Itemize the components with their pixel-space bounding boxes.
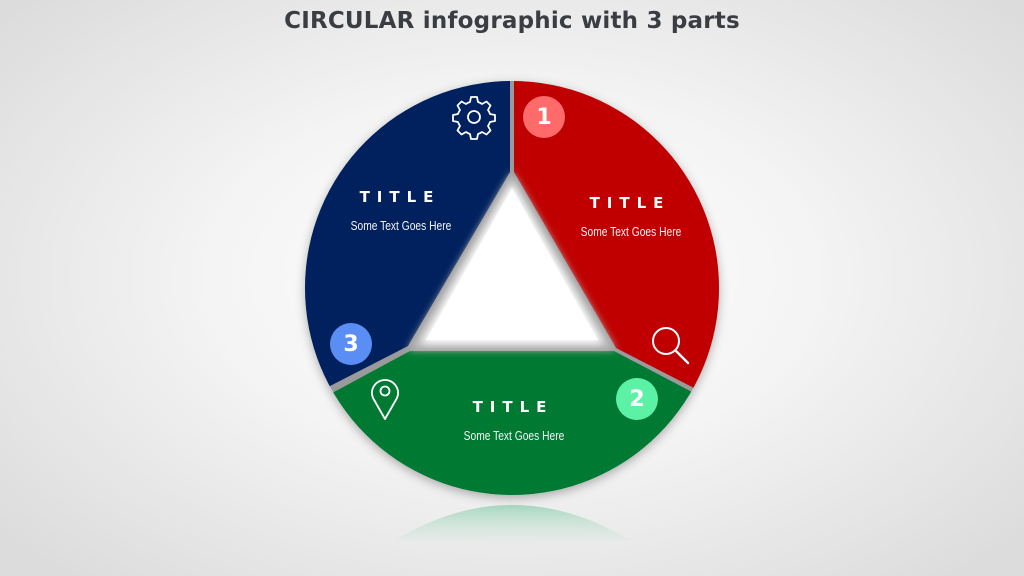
segment-1-title: TITLE — [589, 194, 671, 212]
segment-2-title: TITLE — [472, 398, 554, 416]
segment-2-text: Some Text Goes Here — [463, 429, 565, 443]
segment-3-title: TITLE — [359, 188, 441, 206]
gear-icon — [452, 96, 496, 140]
reflection — [395, 505, 630, 544]
segment-3-text: Some Text Goes Here — [350, 219, 452, 233]
badge-3: 3 — [330, 323, 372, 365]
segment-1-text: Some Text Goes Here — [580, 225, 682, 239]
badge-1: 1 — [523, 96, 565, 138]
magnifier-icon — [652, 327, 690, 365]
badge-2: 2 — [616, 378, 658, 420]
page-title: CIRCULAR infographic with 3 parts — [284, 8, 740, 34]
location-pin-icon — [371, 379, 399, 420]
